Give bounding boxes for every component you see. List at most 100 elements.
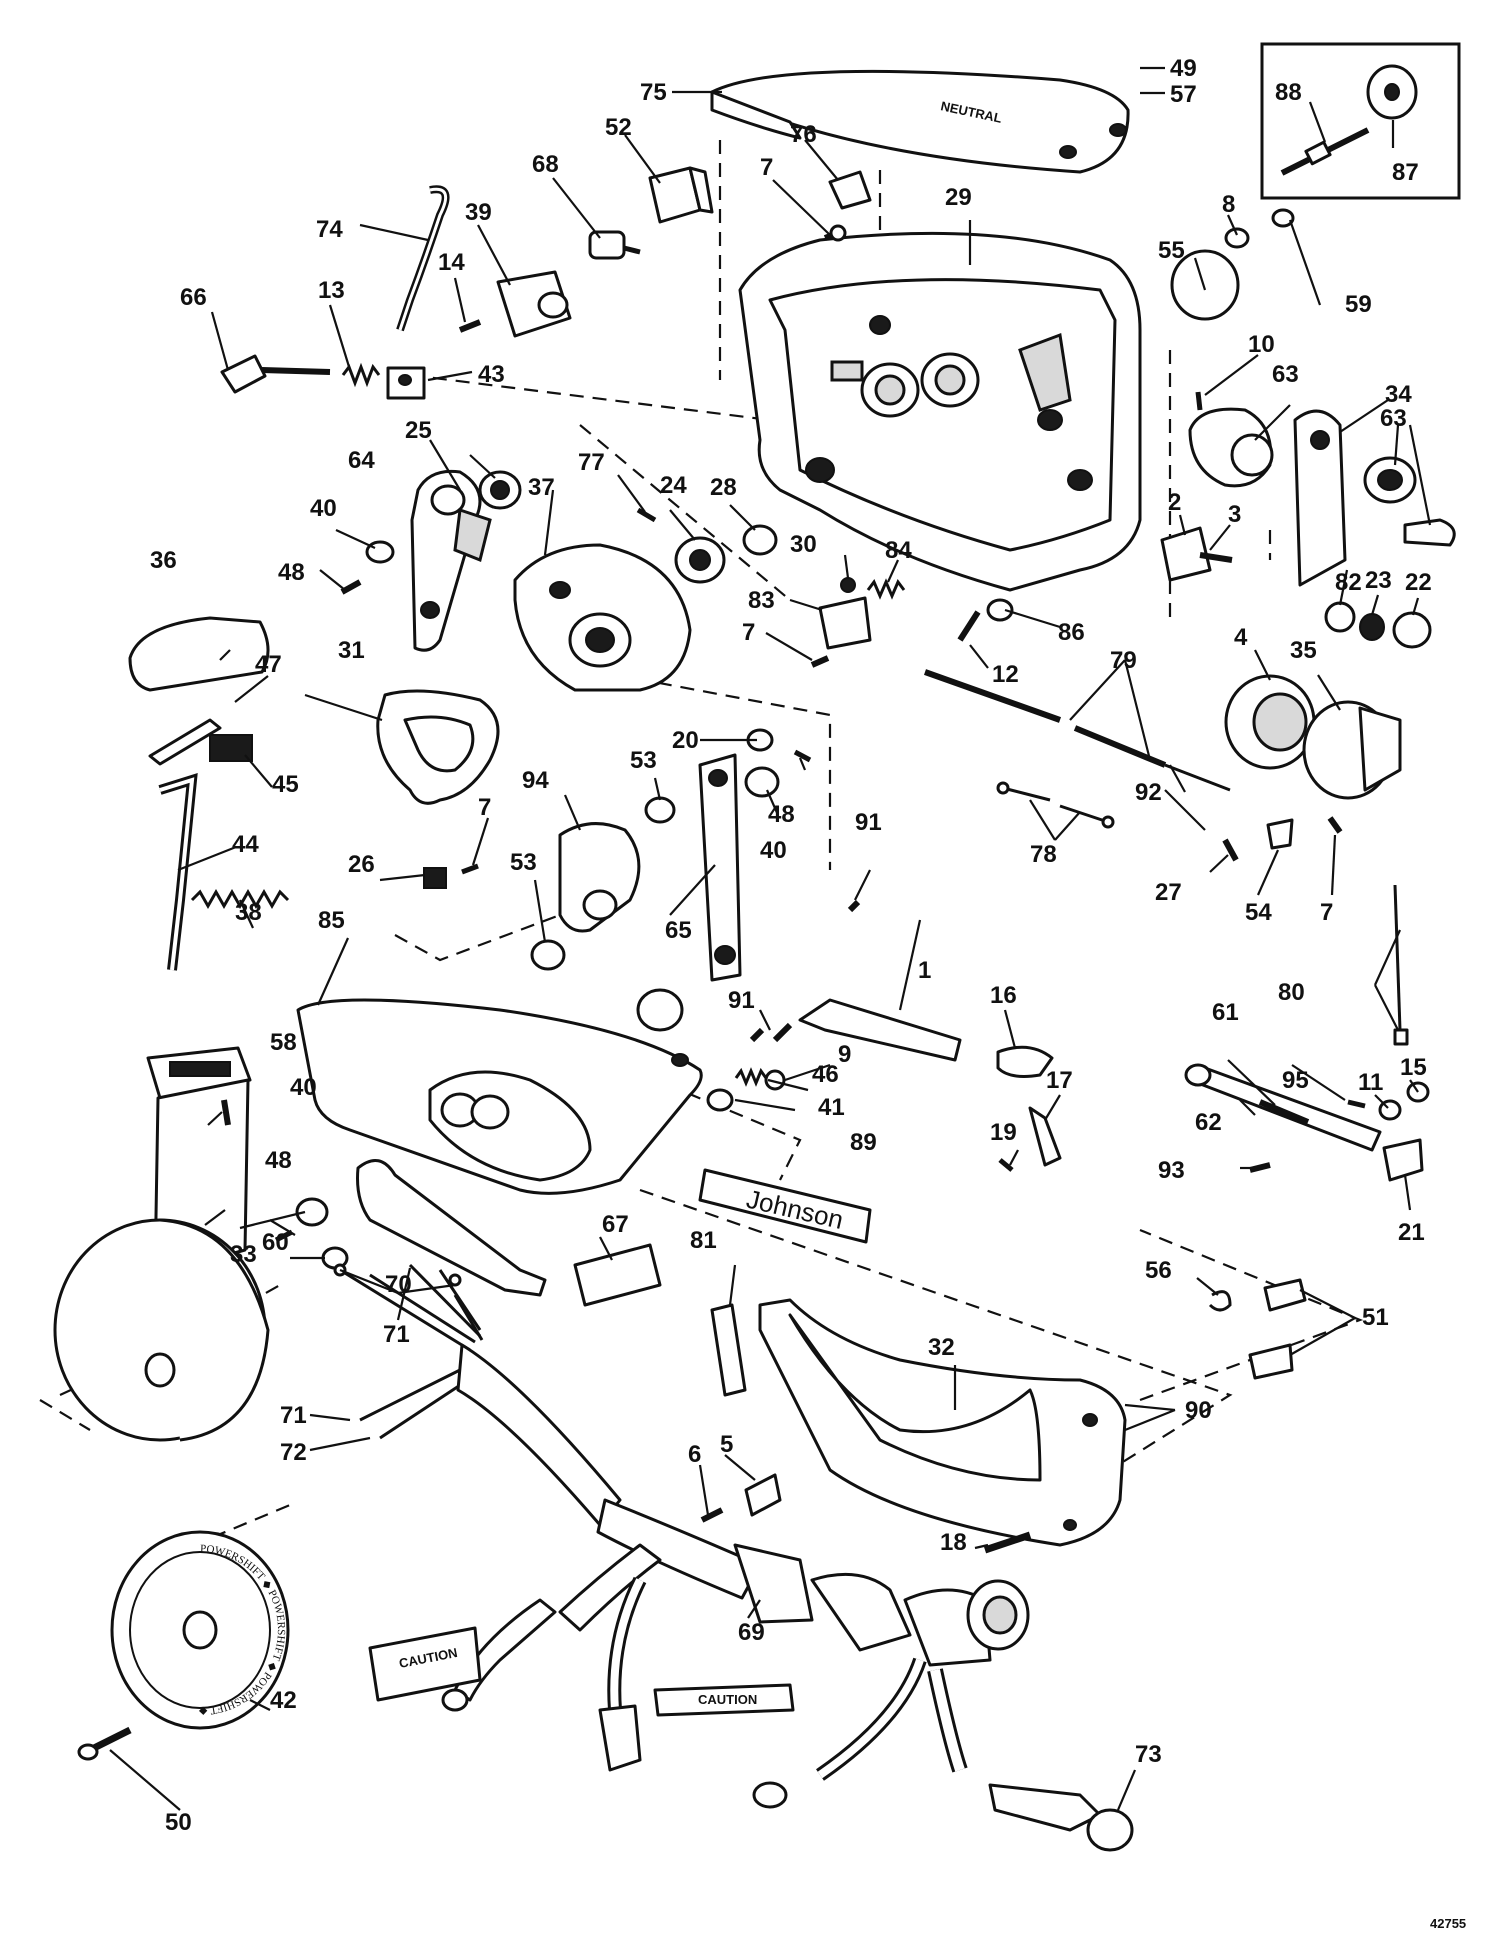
callout-67: 67 [602, 1211, 629, 1238]
callout-85: 85 [318, 907, 345, 934]
callout-4: 4 [1234, 624, 1248, 651]
callout-91-b: 91 [728, 987, 755, 1014]
plate-89: Johnson [698, 1168, 872, 1244]
callout-80: 80 [1278, 979, 1305, 1006]
callout-53-b: 53 [510, 849, 537, 876]
callout-60: 60 [262, 1229, 289, 1256]
callout-36: 36 [150, 547, 177, 574]
callout-40-c: 40 [290, 1074, 317, 1101]
callout-31: 31 [338, 637, 365, 664]
callout-23: 23 [1365, 567, 1392, 594]
callout-92: 92 [1135, 779, 1162, 806]
callout-42: 42 [270, 1687, 297, 1714]
handle-33 [53, 1046, 349, 1442]
right-parts [923, 208, 1456, 1380]
callout-26: 26 [348, 851, 375, 878]
callout-3: 3 [1228, 501, 1241, 528]
callout-1: 1 [918, 957, 931, 984]
callout-50: 50 [165, 1809, 192, 1836]
callout-18: 18 [940, 1529, 967, 1556]
callout-62: 62 [1195, 1109, 1222, 1136]
callout-70: 70 [385, 1271, 412, 1298]
callout-71-b: 71 [280, 1402, 307, 1429]
callout-95: 95 [1282, 1067, 1309, 1094]
callout-44: 44 [232, 831, 259, 858]
hub-42: POWERSHIFT ◆ POWERSHIFT ◆ POWERSHIFT ◆ [77, 1530, 290, 1761]
callout-46: 46 [812, 1061, 839, 1088]
callout-7-d: 7 [1320, 899, 1333, 926]
callout-numbers: 1 2 3 4 5 6 7 7 7 7 8 9 10 11 12 13 14 1… [150, 55, 1466, 1931]
callout-38: 38 [235, 899, 262, 926]
callout-40-a: 40 [310, 495, 337, 522]
callout-15: 15 [1400, 1054, 1427, 1081]
callout-20: 20 [672, 727, 699, 754]
callout-77: 77 [578, 449, 605, 476]
callout-12: 12 [992, 661, 1019, 688]
callout-47: 47 [255, 651, 282, 678]
callout-74: 74 [316, 216, 343, 243]
inset-box [1260, 42, 1461, 200]
callout-88: 88 [1275, 79, 1302, 106]
callout-54: 54 [1245, 899, 1272, 926]
callout-81: 81 [690, 1227, 717, 1254]
callout-33: 33 [230, 1241, 257, 1268]
callout-37: 37 [528, 474, 555, 501]
drawing-number: 42755 [1430, 1916, 1466, 1931]
callout-51: 51 [1362, 1304, 1389, 1331]
callout-94: 94 [522, 767, 549, 794]
callout-48-b: 48 [768, 801, 795, 828]
left-parts [128, 616, 500, 971]
callout-84: 84 [885, 537, 912, 564]
callout-78: 78 [1030, 841, 1057, 868]
callout-53-a: 53 [630, 747, 657, 774]
callout-61: 61 [1212, 999, 1239, 1026]
callout-6: 6 [688, 1441, 701, 1468]
cover-32 [700, 1298, 1127, 1554]
stud-88 [1280, 127, 1370, 176]
callout-65: 65 [665, 917, 692, 944]
callout-29: 29 [945, 184, 972, 211]
callout-40-b: 40 [760, 837, 787, 864]
callout-52: 52 [605, 114, 632, 141]
callout-63-b: 63 [1380, 405, 1407, 432]
housing-85 [296, 998, 703, 1195]
callout-83: 83 [748, 587, 775, 614]
callout-32: 32 [928, 1334, 955, 1361]
callout-49: 49 [1170, 55, 1197, 82]
callout-19: 19 [990, 1119, 1017, 1146]
callout-43: 43 [478, 361, 505, 388]
callout-71-a: 71 [383, 1321, 410, 1348]
callout-63-a: 63 [1272, 361, 1299, 388]
callout-56: 56 [1145, 1257, 1172, 1284]
callout-73: 73 [1135, 1741, 1162, 1768]
callout-91-a: 91 [855, 809, 882, 836]
callout-5: 5 [720, 1431, 733, 1458]
callout-69: 69 [738, 1619, 765, 1646]
callout-59: 59 [1345, 291, 1372, 318]
callout-79: 79 [1110, 647, 1137, 674]
callout-17: 17 [1046, 1067, 1073, 1094]
callout-66: 66 [180, 284, 207, 311]
callout-11: 11 [1358, 1069, 1383, 1096]
callout-35: 35 [1290, 637, 1317, 664]
callout-28: 28 [710, 474, 737, 501]
callout-7-a: 7 [760, 154, 773, 181]
callout-9: 9 [838, 1041, 851, 1068]
callout-72: 72 [280, 1439, 307, 1466]
callout-13: 13 [318, 277, 345, 304]
callout-57: 57 [1170, 81, 1197, 108]
callout-41: 41 [818, 1094, 845, 1121]
callout-48-c: 48 [265, 1147, 292, 1174]
callout-93: 93 [1158, 1157, 1185, 1184]
callout-48-a: 48 [278, 559, 305, 586]
callout-82: 82 [1335, 569, 1362, 596]
caution-label-2: CAUTION [698, 1692, 757, 1707]
callout-58: 58 [270, 1029, 297, 1056]
callout-68: 68 [532, 151, 559, 178]
callout-25: 25 [405, 417, 432, 444]
callout-89: 89 [850, 1129, 877, 1156]
callout-7-b: 7 [742, 619, 755, 646]
callout-7-c: 7 [478, 794, 491, 821]
housing-29 [738, 231, 1142, 592]
